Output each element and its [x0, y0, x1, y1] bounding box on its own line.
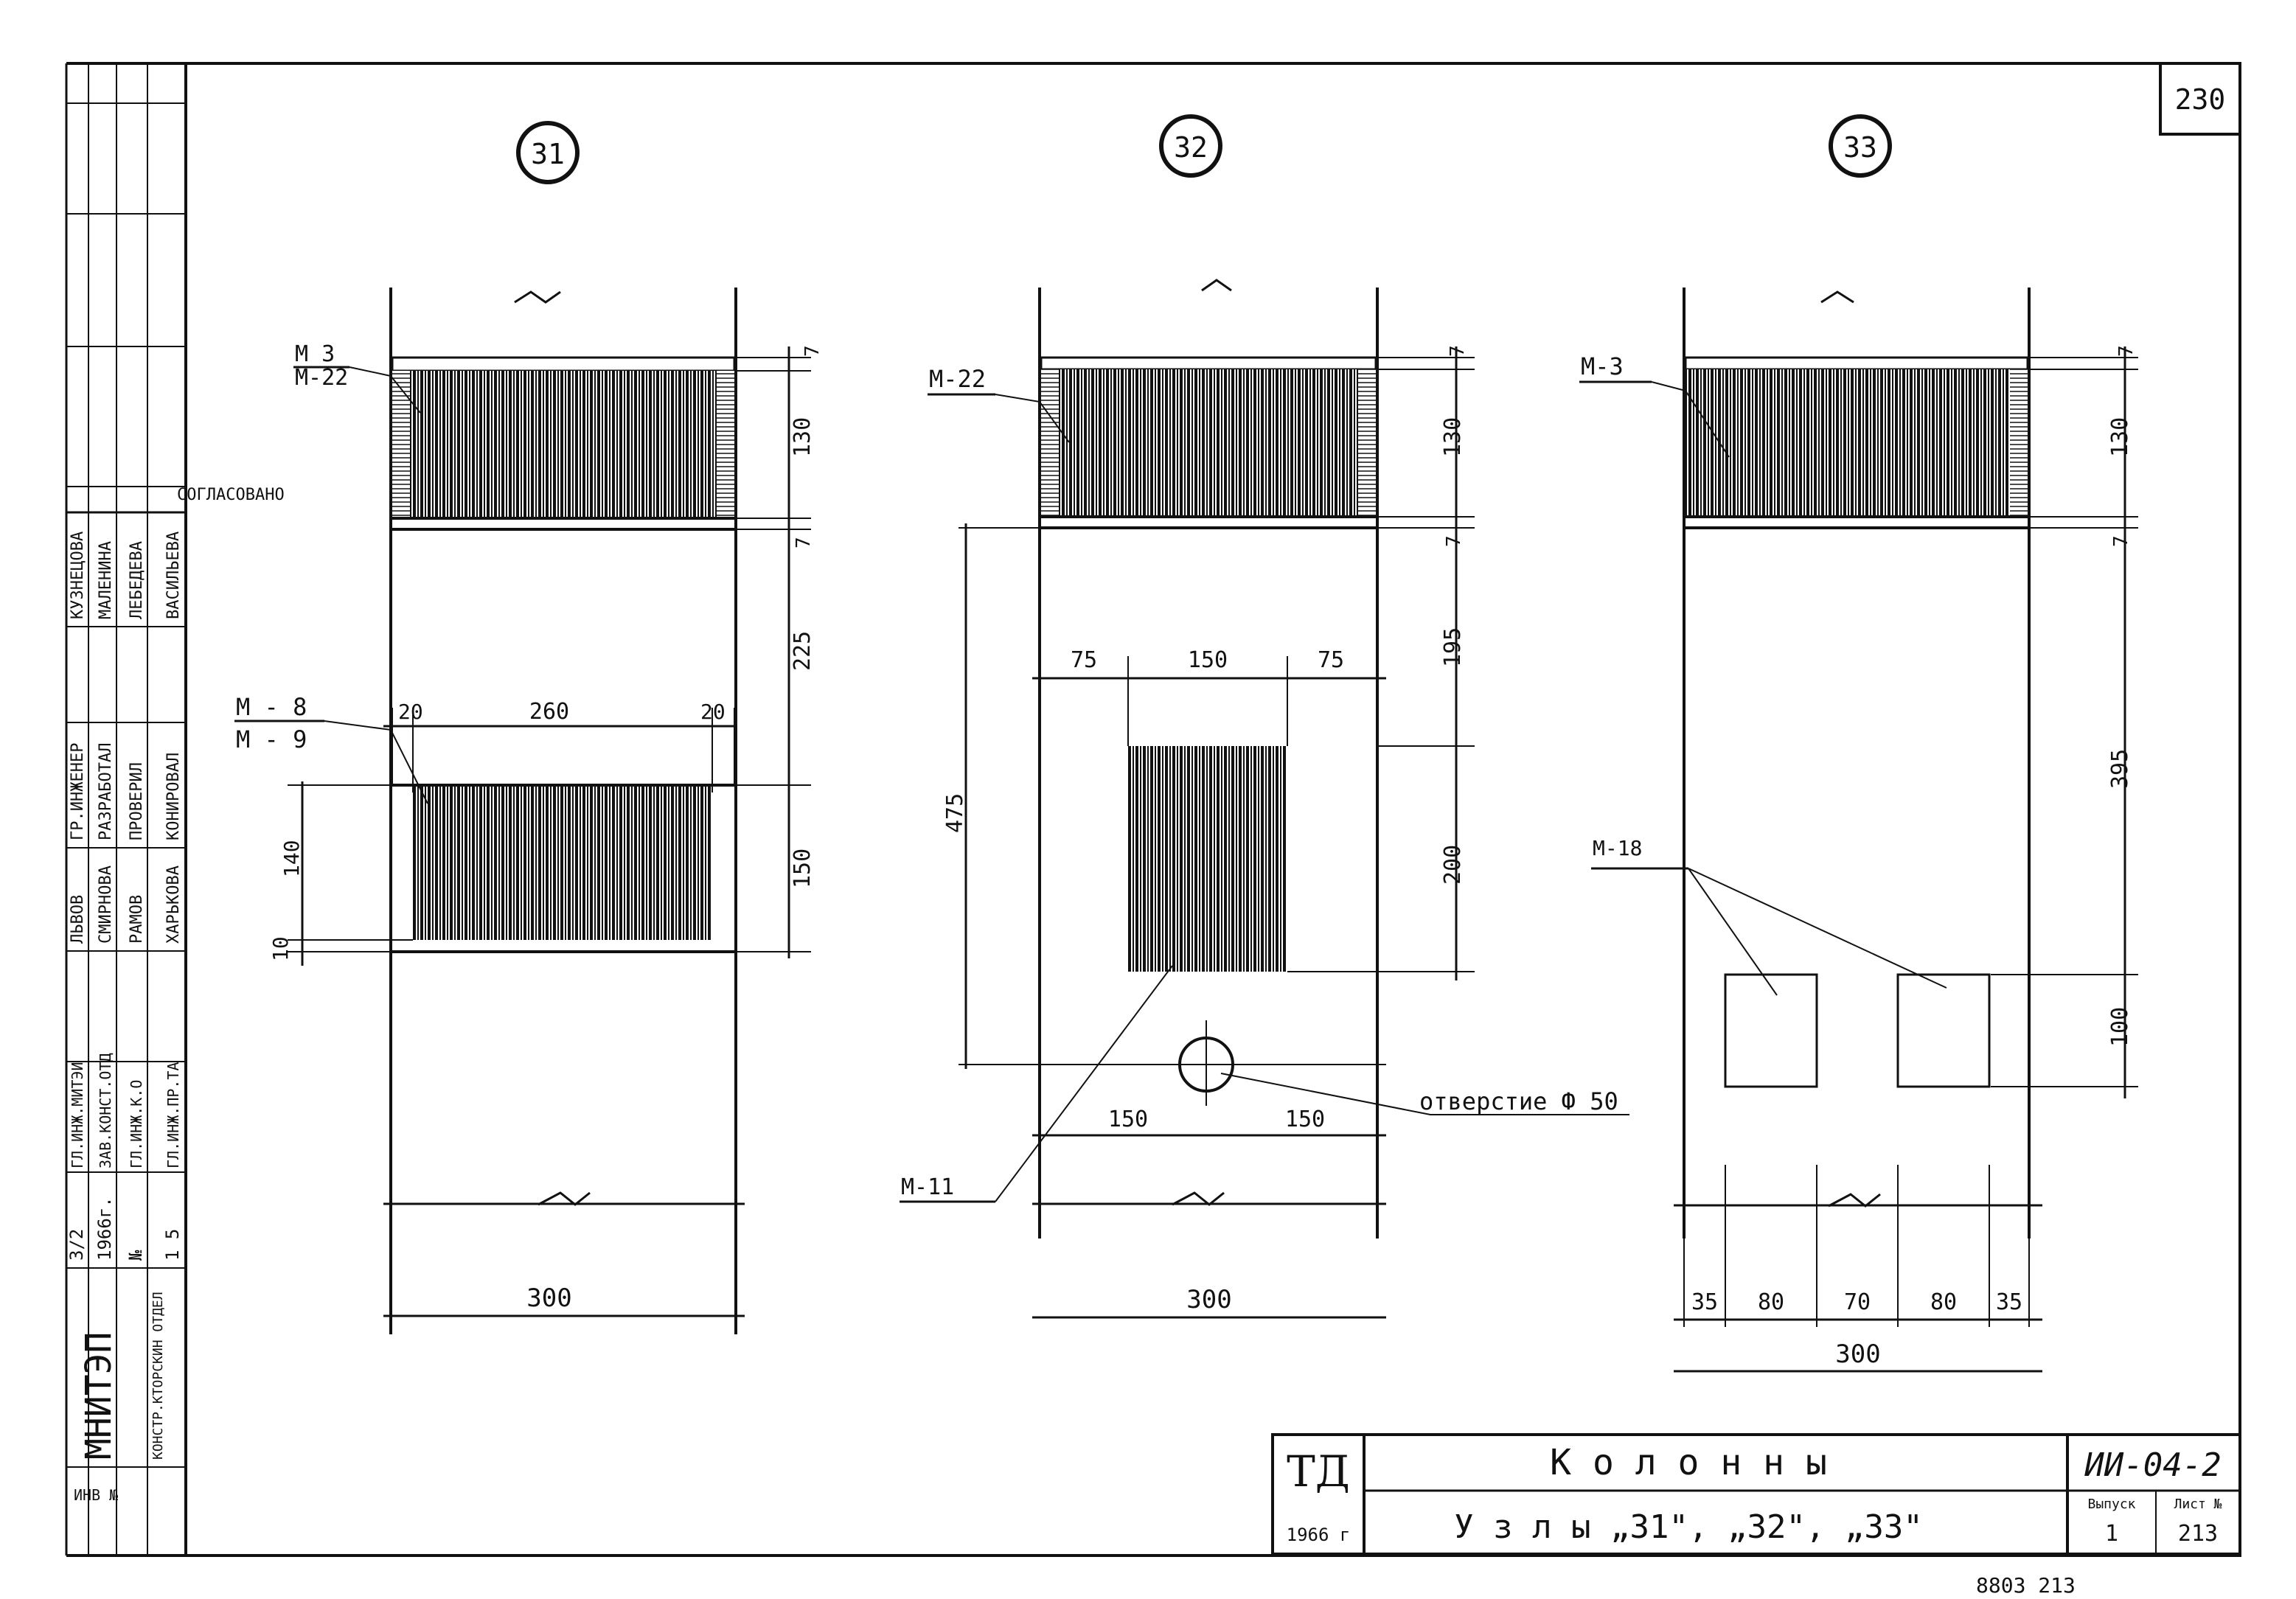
- dim-width: 300: [1186, 1285, 1231, 1314]
- embedded-plate-m22: [1041, 369, 1376, 517]
- stamp-role-2: ГР.ИНЖЕНЕР: [69, 743, 87, 840]
- stamp-person-3: ХАРЬКОВА: [164, 865, 183, 944]
- stamp-digit-2: №: [125, 1250, 146, 1261]
- break-line-top: [514, 290, 561, 304]
- stamp-title-3: ГЛ.ИНЖ.К.О: [128, 1080, 145, 1168]
- dim-r4: 225: [790, 631, 815, 671]
- stamp-name-3: ЛЕБЕДЕВА: [128, 541, 146, 619]
- dim-r2: 130: [2107, 417, 2133, 457]
- stamp-person-1: СМИРНОВА: [97, 865, 115, 944]
- issue-label: Выпуск: [2087, 1497, 2135, 1512]
- sheet-label: Лист №: [2174, 1497, 2222, 1512]
- dim-r1: 7: [801, 345, 824, 357]
- node-32: 32 М-22 М-11 отверстие Ф 50 7 130 7 195: [900, 114, 1629, 1319]
- dim-hole-2: 150: [1285, 1107, 1325, 1132]
- dim-l2: 10: [268, 936, 293, 961]
- node-33: 33 М-3 М-18 7 130 7 395 100: [1579, 114, 2138, 1373]
- stamp-title-2: ЗАВ.КОНСТ.ОТД: [97, 1053, 114, 1168]
- dim-b3: 70: [1844, 1289, 1871, 1315]
- stamp-name-2: МАЛЕНИНА: [97, 541, 115, 619]
- stamp-title-1: ГЛ.ИНЖ.МИТЭИ: [69, 1062, 86, 1169]
- dim-l1: 475: [942, 793, 968, 833]
- embedded-plate-m3: [1686, 369, 2028, 517]
- footer-mark: 8803 213: [1976, 1573, 2076, 1598]
- dim-r5: 200: [1440, 845, 1466, 885]
- callout2-bottom: М - 9: [236, 725, 307, 753]
- embedded-plate-m18-right: [1896, 973, 1991, 1088]
- logo: ТД: [1287, 1446, 1350, 1497]
- callout-top: М-22: [929, 365, 986, 393]
- dim-r4: 395: [2107, 749, 2133, 789]
- stamp-dept: КОНСТР.КТОРСКИН ОТДЕЛ: [150, 1292, 166, 1460]
- embedded-plate-m8: [413, 785, 712, 940]
- callout-top: М 3: [295, 341, 335, 367]
- dim-r3: 7: [793, 537, 815, 548]
- dim-r4: 195: [1440, 627, 1466, 667]
- callout-mid: М-18: [1593, 836, 1642, 860]
- title-block: ТД 1966 г К о л о н н ы У з л ы „31", „3…: [1271, 1433, 2241, 1556]
- side-stamp: СОГЛАСОВАНО КУЗНЕЦОВА МАЛЕНИНА ЛЕБЕДЕВА …: [66, 63, 285, 1556]
- issue-value: 1: [2105, 1521, 2118, 1547]
- dim-h2: 150: [1188, 647, 1228, 673]
- drawing-title: К о л о н н ы: [1550, 1442, 1827, 1483]
- title-year: 1966 г: [1287, 1525, 1351, 1545]
- stamp-role-1: ЛЬВОВ: [69, 895, 87, 944]
- node-33-marker: [1829, 114, 1892, 178]
- dim-r2: 130: [1440, 417, 1466, 457]
- dim-r3: 7: [2110, 535, 2132, 547]
- embedded-plate-m18-left: [1724, 973, 1818, 1088]
- dim-b1: 35: [1691, 1289, 1718, 1315]
- stamp-person-2: РАМОВ: [128, 895, 146, 944]
- dim-r3: 7: [1443, 535, 1465, 547]
- dim-r5: 100: [2107, 1007, 2133, 1047]
- node-32-id: 32: [1174, 131, 1208, 164]
- stamp-org: МНИТЭП: [78, 1332, 119, 1460]
- dim-r5: 150: [790, 849, 815, 888]
- dim-h2: 260: [529, 699, 569, 725]
- dim-h3: 20: [700, 700, 726, 724]
- stamp-name-1: КУЗНЕЦОВА: [69, 532, 87, 619]
- stamp-agreed: СОГЛАСОВАНО: [177, 486, 285, 504]
- sheet-number-box: [2159, 62, 2241, 136]
- node-31-marker: [516, 121, 580, 184]
- dim-r1: 7: [1447, 345, 1469, 357]
- dim-b2: 80: [1758, 1289, 1784, 1315]
- dim-l1: 140: [279, 840, 304, 877]
- node-31-id: 31: [531, 138, 565, 170]
- drawing-code: ИИ-04-2: [2084, 1446, 2221, 1484]
- stamp-name-4: ВАСИЛЬЕВА: [164, 532, 183, 619]
- dim-h3: 75: [1318, 647, 1344, 673]
- dim-b4: 80: [1930, 1289, 1957, 1315]
- stamp-role-5: КОНИРОВАЛ: [164, 753, 183, 840]
- stamp-inv: ИНВ №: [74, 1486, 119, 1504]
- dim-b5: 35: [1996, 1289, 2022, 1315]
- hole-label: отверстие Ф 50: [1419, 1087, 1618, 1115]
- callout-top: М-3: [1581, 352, 1624, 380]
- node-32-marker: [1159, 114, 1222, 178]
- node-33-id: 33: [1843, 131, 1877, 164]
- stamp-role-3: РАЗРАБОТАЛ: [97, 743, 115, 840]
- stamp-title-4: ГЛ.ИНЖ.ПР.ТА: [164, 1062, 182, 1169]
- stamp-digit-1: 3/2: [66, 1229, 87, 1261]
- dim-r2: 130: [790, 417, 815, 457]
- dim-r1: 7: [2115, 345, 2137, 357]
- callout2-top: М - 8: [236, 693, 307, 721]
- callout-bottom: М-22: [295, 365, 348, 391]
- sheet-number: 230: [2175, 83, 2226, 116]
- sheet-value: 213: [2178, 1521, 2218, 1547]
- callout-bottom: М-11: [901, 1174, 954, 1200]
- stamp-role-4: ПРОВЕРИЛ: [128, 762, 146, 840]
- dim-hole-1: 150: [1108, 1107, 1148, 1132]
- node-31: 31 М 3 М-22 М - 8 М - 9 7 130 7 225 150: [234, 121, 824, 1334]
- dim-width: 300: [1835, 1340, 1880, 1369]
- stamp-date: 1966г.: [94, 1196, 115, 1261]
- embedded-plate-m11: [1128, 746, 1287, 972]
- drawing-subtitle: У з л ы „31", „32", „33": [1454, 1508, 1923, 1546]
- stamp-digit-3: 1 5: [162, 1229, 183, 1261]
- embedded-plate-m3: [392, 371, 734, 518]
- dim-h1: 20: [398, 700, 423, 724]
- dim-width: 300: [526, 1283, 571, 1313]
- dim-h1: 75: [1071, 647, 1097, 673]
